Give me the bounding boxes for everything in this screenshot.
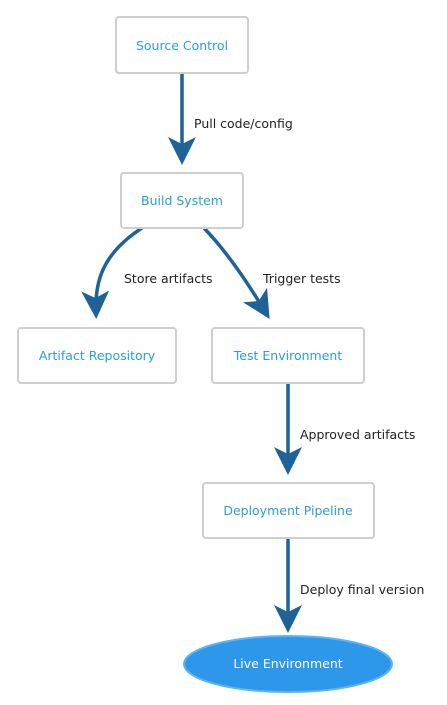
edge-arrow-store [81, 226, 143, 319]
edge-label-store: Store artifacts [124, 271, 213, 286]
node-box [120, 172, 244, 229]
edge-label-trigger: Trigger tests [262, 271, 341, 286]
edge-arrow-trigger [202, 226, 270, 319]
edge-source-to-build: Pull code/config [168, 73, 293, 165]
node-label-build-system: Build System [141, 193, 223, 208]
node-ellipse [183, 635, 393, 693]
node-box [17, 327, 177, 384]
node-source-control: Source Control [115, 16, 249, 74]
node-label-deployment-pipeline: Deployment Pipeline [223, 503, 353, 518]
node-artifact-repository: Artifact Repository [17, 327, 177, 384]
edge-deploy-to-live: Deploy final version [274, 538, 424, 633]
node-label-artifact-repository: Artifact Repository [39, 348, 156, 363]
node-label-live-environment: Live Environment [233, 656, 342, 671]
node-label-source-control: Source Control [136, 38, 228, 53]
node-live-environment: Live Environment [183, 635, 393, 693]
node-box [115, 16, 249, 74]
node-box [202, 482, 375, 539]
edge-build-to-test: Trigger tests [202, 226, 341, 319]
node-label-test-environment: Test Environment [233, 348, 343, 363]
edge-test-to-deploy: Approved artifacts [274, 383, 415, 475]
node-deployment-pipeline: Deployment Pipeline [202, 482, 375, 539]
node-build-system: Build System [120, 172, 244, 229]
node-box [211, 327, 365, 384]
edge-label-deploy: Deploy final version [300, 582, 424, 597]
edge-label-approved: Approved artifacts [300, 427, 415, 442]
edge-build-to-artifact: Store artifacts [81, 226, 213, 319]
edge-label-pull: Pull code/config [194, 116, 293, 131]
node-test-environment: Test Environment [211, 327, 365, 384]
